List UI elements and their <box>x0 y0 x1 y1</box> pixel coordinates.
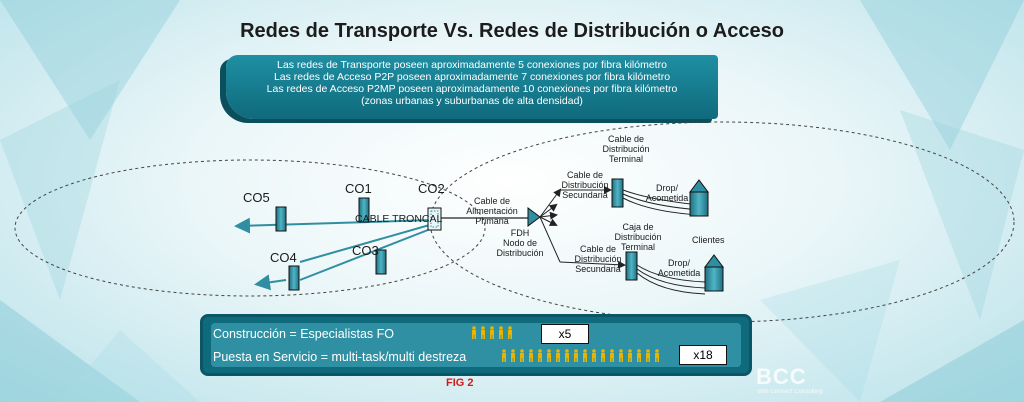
person-icon <box>618 349 624 362</box>
co1-label: CO1 <box>345 181 372 196</box>
fdh-line: Nodo de <box>502 238 538 248</box>
drop-line: Drop/ <box>655 183 678 193</box>
co4-node <box>288 265 300 291</box>
client-house-top <box>689 179 709 217</box>
person-icon <box>564 349 570 362</box>
person-icon <box>636 349 642 362</box>
person-icon <box>645 349 651 362</box>
co2-label: CO2 <box>418 181 445 196</box>
co4-label: CO4 <box>270 250 297 265</box>
person-icon <box>546 349 552 362</box>
construction-label: Construcción = Especialistas FO <box>213 327 394 341</box>
workforce-panel: Construcción = Especialistas FO x5 Puest… <box>200 314 752 376</box>
person-icon <box>480 326 486 339</box>
feeder-cable-line: Primaria <box>475 216 509 226</box>
banner-line: Las redes de Acceso P2P poseen aproximad… <box>273 71 671 83</box>
person-icon <box>507 326 513 339</box>
transport-network-ellipse <box>14 159 486 297</box>
drop-label-bottom: Drop/ Acometida <box>655 258 703 278</box>
co3-node <box>375 249 387 275</box>
terminal-cable-label: Cable de Distribución Terminal <box>600 134 652 164</box>
terminal-line: Cable de <box>607 134 645 144</box>
person-icon <box>600 349 606 362</box>
feeder-cable-label: Cable de Alimentación Primaria <box>449 196 535 226</box>
terminal-line: Distribución <box>602 144 650 154</box>
fdh-node <box>527 207 541 227</box>
co5-label: CO5 <box>243 190 270 205</box>
cable-troncal-label: CABLE TRONCAL <box>355 213 443 225</box>
person-icon <box>528 349 534 362</box>
secondary-cable-label-top: Cable de Distribución Secundaria <box>559 170 611 200</box>
co1-node <box>358 197 370 223</box>
drop-label-top: Drop/ Acometida <box>643 183 691 203</box>
secondary-line: Cable de <box>579 244 617 254</box>
banner-line: Las redes de Transporte poseen aproximad… <box>277 59 667 71</box>
person-icon <box>591 349 597 362</box>
banner-line: Las redes de Acceso P2MP poseen aproxima… <box>266 83 678 95</box>
co3-label: CO3 <box>352 243 379 258</box>
banner-line: (zonas urbanas y suburbanas de alta dens… <box>361 95 583 107</box>
person-icon <box>471 326 477 339</box>
terminal-box-line: Terminal <box>620 242 655 252</box>
person-icon <box>555 349 561 362</box>
terminal-line: Terminal <box>608 154 643 164</box>
fdh-label: FDH Nodo de Distribución <box>492 228 548 258</box>
person-icon <box>498 326 504 339</box>
terminal-box-line: Distribución <box>614 232 662 242</box>
fdh-line: Distribución <box>496 248 544 258</box>
client-house-bottom <box>704 254 724 292</box>
drop-line: Acometida <box>645 193 689 203</box>
figure-label: FIG 2 <box>446 377 474 389</box>
person-icon <box>519 349 525 362</box>
secondary-line: Distribución <box>561 180 609 190</box>
page-title: Redes de Transporte Vs. Redes de Distrib… <box>240 20 784 42</box>
person-icon <box>582 349 588 362</box>
secondary-line: Secundaria <box>575 264 621 274</box>
service-multiplier: x18 <box>679 345 727 365</box>
service-label: Puesta en Servicio = multi-task/multi de… <box>213 350 467 364</box>
person-icon <box>627 349 633 362</box>
secondary-cable-label-bottom: Cable de Distribución Secundaria <box>572 244 624 274</box>
terminal-box-bottom <box>625 251 638 281</box>
secondary-line: Secundaria <box>562 190 608 200</box>
secondary-line: Distribución <box>574 254 622 264</box>
workforce-panel-inner: Construcción = Especialistas FO x5 Puest… <box>211 323 741 367</box>
person-icon <box>537 349 543 362</box>
terminal-box-top <box>611 178 624 208</box>
person-icon <box>609 349 615 362</box>
co5-node <box>275 206 287 232</box>
person-icon <box>573 349 579 362</box>
bcc-logo: BCC <box>756 364 807 389</box>
feeder-cable-line: Cable de Alimentación <box>466 196 518 216</box>
clients-label: Clientes <box>692 235 725 245</box>
person-icon <box>654 349 660 362</box>
secondary-line: Cable de <box>566 170 604 180</box>
info-banner: Las redes de Transporte poseen aproximad… <box>226 55 718 119</box>
construction-multiplier: x5 <box>541 324 589 344</box>
terminal-box-line: Caja de <box>622 222 654 232</box>
terminal-box-label: Caja de Distribución Terminal <box>612 222 664 252</box>
bcc-logo-subtitle: Bon Connect Consulting <box>758 389 823 395</box>
person-icon <box>510 349 516 362</box>
drop-line: Acometida <box>657 268 701 278</box>
person-icon <box>489 326 495 339</box>
person-icon <box>501 349 507 362</box>
drop-line: Drop/ <box>667 258 690 268</box>
fdh-line: FDH <box>510 228 530 238</box>
